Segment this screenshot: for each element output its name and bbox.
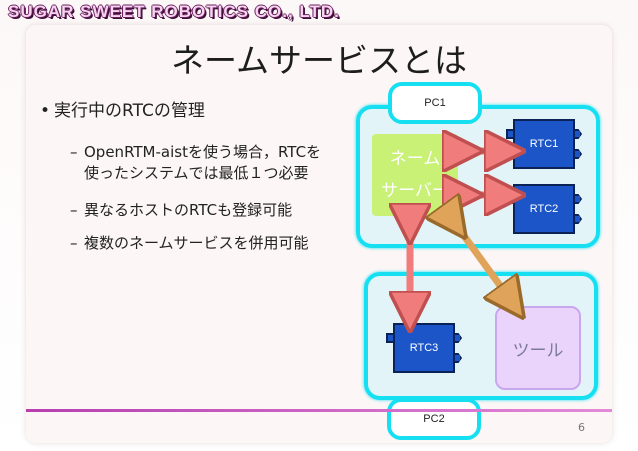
rtc2-label: RTC2 (529, 203, 559, 215)
dash-icon: – (70, 143, 78, 161)
footer-divider (26, 409, 612, 412)
sub-item-1-line1: OpenRTM-aistを使う場合，RTCを (84, 143, 322, 161)
rtc3-block: RTC3 (386, 323, 462, 373)
bullet-text: 実行中のRTCの管理 (54, 101, 205, 121)
tool-box: ツール (495, 306, 581, 390)
bullet-dot-icon: • (40, 101, 51, 121)
rtc3-outport-icon (453, 353, 462, 363)
dash-icon: – (70, 201, 78, 219)
name-server-line1: ネーム (389, 149, 441, 169)
dash-icon: – (70, 234, 78, 252)
rtc2-outport-icon (573, 194, 582, 204)
rtc2-outport-icon (573, 214, 582, 224)
bullet-item: •実行中のRTCの管理 (40, 96, 205, 121)
rtc3-label: RTC3 (409, 342, 439, 354)
rtc3-outport-icon (453, 333, 462, 343)
sub-item-3-text: 複数のネームサービスを併用可能 (84, 234, 309, 252)
page-number: 6 (578, 421, 585, 434)
arrow-ns-tool (454, 222, 512, 302)
slide-title: ネームサービスとは (170, 41, 467, 80)
sub-item-2: –異なるホストのRTCも登録可能 (70, 200, 292, 221)
rtc1-outport-icon (573, 129, 582, 139)
pc2-label: PC2 (387, 398, 481, 440)
rtc3-inport-icon (386, 333, 395, 343)
sub-item-1-line2: 使ったシステムでは最低１つ必要 (84, 164, 309, 182)
sub-item-1: –OpenRTM-aistを使う場合，RTCを 使ったシステムでは最低１つ必要 (70, 142, 321, 184)
rtc1-outport-icon (573, 149, 582, 159)
sub-item-2-text: 異なるホストのRTCも登録可能 (84, 201, 293, 219)
rtc1-label: RTC1 (529, 138, 559, 150)
sub-item-3: –複数のネームサービスを併用可能 (70, 233, 309, 254)
pc1-label: PC1 (388, 82, 482, 124)
company-logo: SUGAR SWEET ROBOTICS CO., LTD. (8, 2, 340, 21)
tool-label: ツール (512, 340, 564, 361)
